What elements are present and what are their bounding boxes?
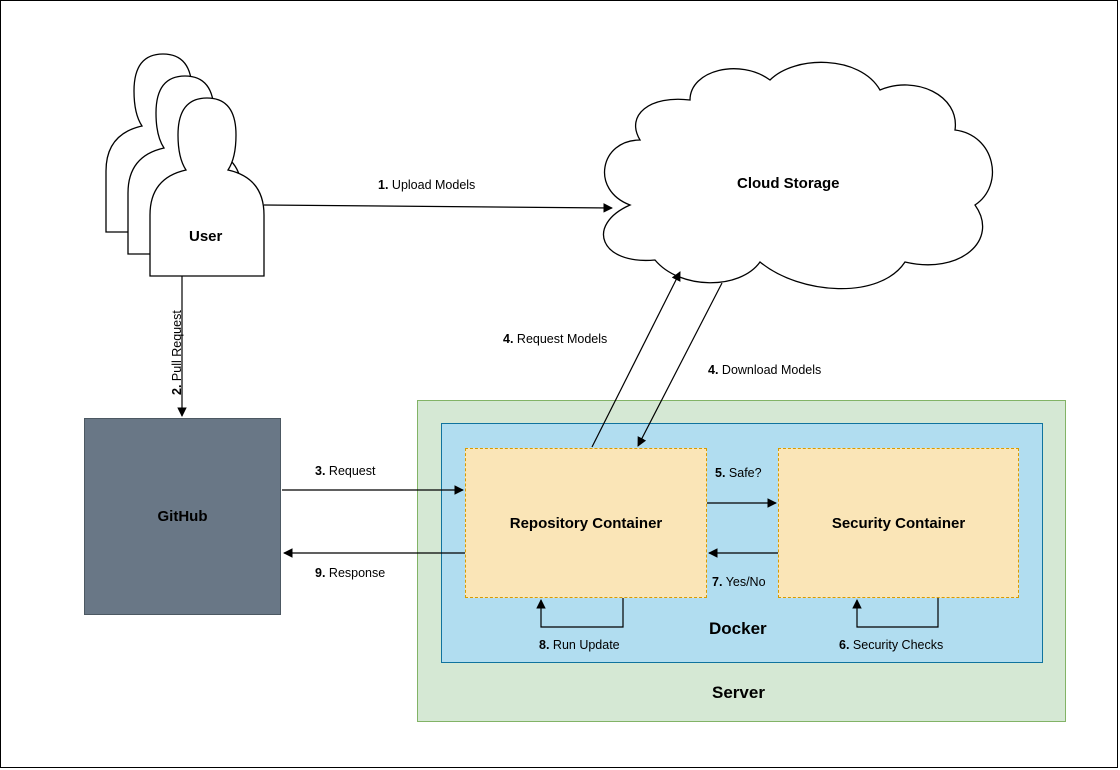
edge-label-text: Pull Request (170, 310, 184, 382)
github-label: GitHub (157, 508, 208, 525)
edge-upload-models (263, 203, 613, 213)
edge-label-text: Yes/No (725, 575, 766, 589)
docker-label: Docker (709, 619, 767, 638)
server-label: Server (712, 683, 765, 702)
edge-label-response: 9. Response (315, 566, 385, 580)
edge-label-text: Response (328, 566, 386, 580)
edge-label-num: 8. (539, 638, 550, 652)
edge-label-text: Security Checks (852, 638, 944, 652)
edge-label-download-models: 4. Download Models (708, 363, 821, 377)
cloud-storage-label: Cloud Storage (737, 175, 840, 192)
edge-label-num: 7. (712, 575, 723, 589)
edge-label-text: Run Update (552, 638, 620, 652)
user-label: User (189, 228, 223, 245)
edge-label-num: 9. (315, 566, 326, 580)
edge-label-request: 3. Request (315, 464, 375, 478)
edge-label-text: Request (328, 464, 376, 478)
edge-label-upload-models: 1. Upload Models (378, 178, 475, 192)
repository-container: Repository Container (465, 448, 707, 598)
edge-label-yes-no: 7. Yes/No (712, 575, 766, 589)
edge-run-update (536, 598, 624, 628)
security-container: Security Container (778, 448, 1019, 598)
edge-label-num: 2. (170, 384, 184, 395)
edge-label-text: Safe? (728, 466, 762, 480)
edge-label-num: 3. (315, 464, 326, 478)
edge-label-security-checks: 6. Security Checks (839, 638, 943, 652)
edge-label-num: 4. (708, 363, 719, 377)
edge-label-safe: 5. Safe? (715, 466, 762, 480)
repository-container-label: Repository Container (509, 514, 663, 532)
cloud-icon (602, 61, 994, 290)
edge-label-text: Upload Models (391, 178, 476, 192)
edge-security-checks (852, 598, 939, 628)
edge-label-num: 5. (715, 466, 726, 480)
edge-label-run-update: 8. Run Update (539, 638, 620, 652)
edge-request-models (591, 271, 681, 448)
user-icon (105, 53, 265, 277)
edge-label-request-models: 4. Request Models (503, 332, 607, 346)
security-container-label: Security Container (831, 514, 966, 532)
edge-label-num: 6. (839, 638, 850, 652)
edge-label-num: 1. (378, 178, 389, 192)
edge-label-num: 4. (503, 332, 514, 346)
github-node: GitHub (84, 418, 281, 615)
edge-label-pull-request: 2. Pull Request (170, 310, 184, 395)
edge-download-models (637, 282, 723, 447)
edge-label-text: Request Models (516, 332, 608, 346)
edge-label-text: Download Models (721, 363, 822, 377)
